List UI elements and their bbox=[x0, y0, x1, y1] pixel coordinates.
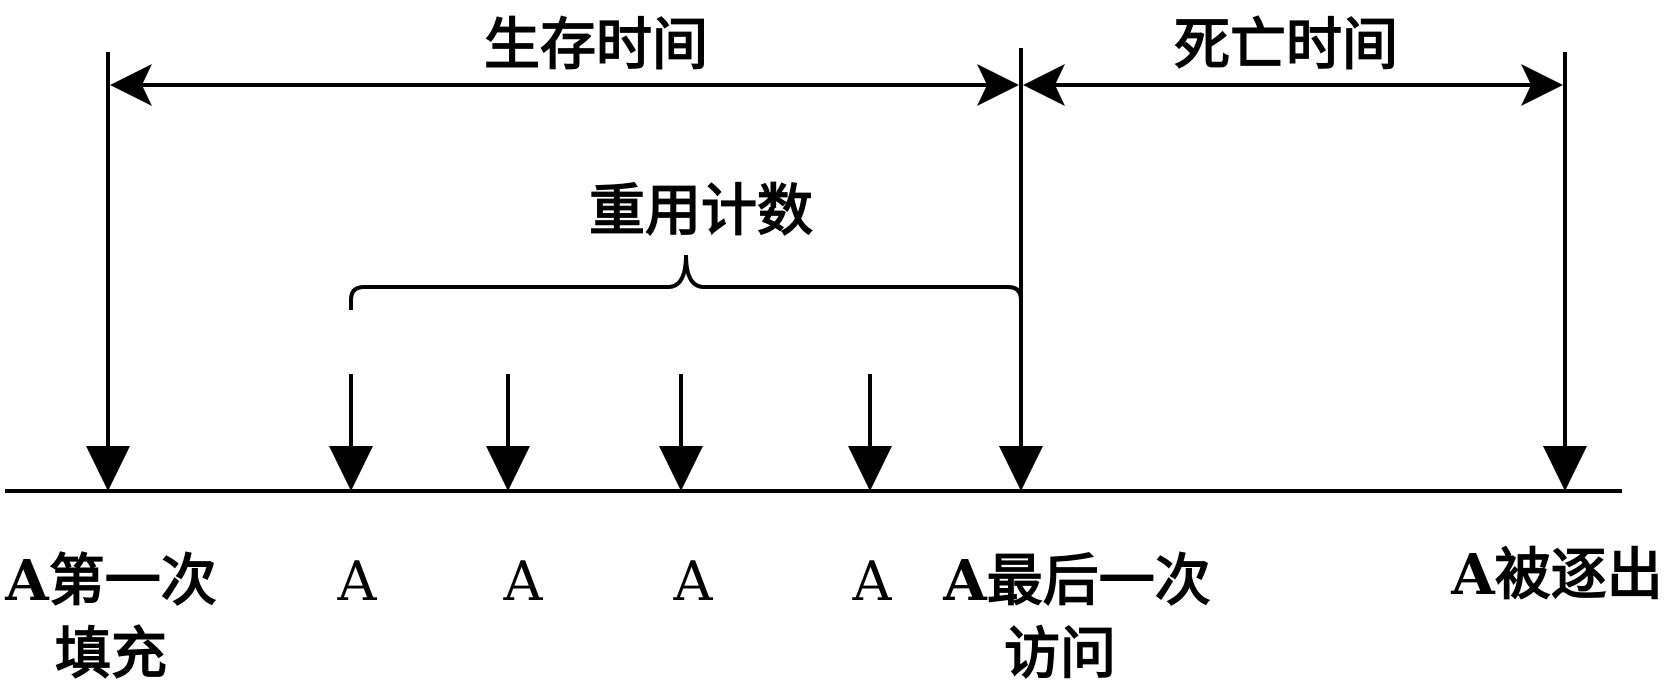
dead-time-span-left-head bbox=[1023, 64, 1065, 106]
access-label-4: A bbox=[852, 550, 893, 613]
last-access-label-line2: 访问 bbox=[1004, 621, 1116, 687]
first-fill-label-line2: 填充 bbox=[55, 621, 167, 687]
first-fill-label-line1: A第一次 bbox=[4, 548, 216, 614]
access-arrow-1-head bbox=[329, 446, 373, 491]
eviction-arrow-head bbox=[1543, 446, 1587, 491]
lifetime-span bbox=[110, 64, 1019, 106]
last-access-label-line1: A最后一次 bbox=[942, 548, 1210, 614]
access-arrow-4-head bbox=[848, 446, 892, 491]
last-access-arrow-head bbox=[999, 446, 1043, 491]
evicted-label: A被逐出 bbox=[1450, 542, 1662, 608]
dead-time-label: 死亡时间 bbox=[1174, 12, 1398, 78]
dead-time-span bbox=[1023, 64, 1563, 106]
lifetime-span-left-head bbox=[110, 64, 152, 106]
lifetime-label: 生存时间 bbox=[484, 12, 708, 78]
access-label-3: A bbox=[673, 550, 714, 613]
access-arrow-2-head bbox=[486, 446, 530, 491]
access-arrow-3-head bbox=[659, 446, 703, 491]
dead-time-span-right-head bbox=[1521, 64, 1563, 106]
event-arrows bbox=[86, 48, 1587, 491]
access-label-2: A bbox=[503, 550, 544, 613]
access-label-1: A bbox=[337, 550, 378, 613]
first-fill-arrow-head bbox=[86, 446, 130, 491]
reuse-count-label: 重用计数 bbox=[589, 178, 813, 244]
lifetime-span-right-head bbox=[977, 64, 1019, 106]
reuse-count-brace bbox=[349, 254, 1023, 310]
